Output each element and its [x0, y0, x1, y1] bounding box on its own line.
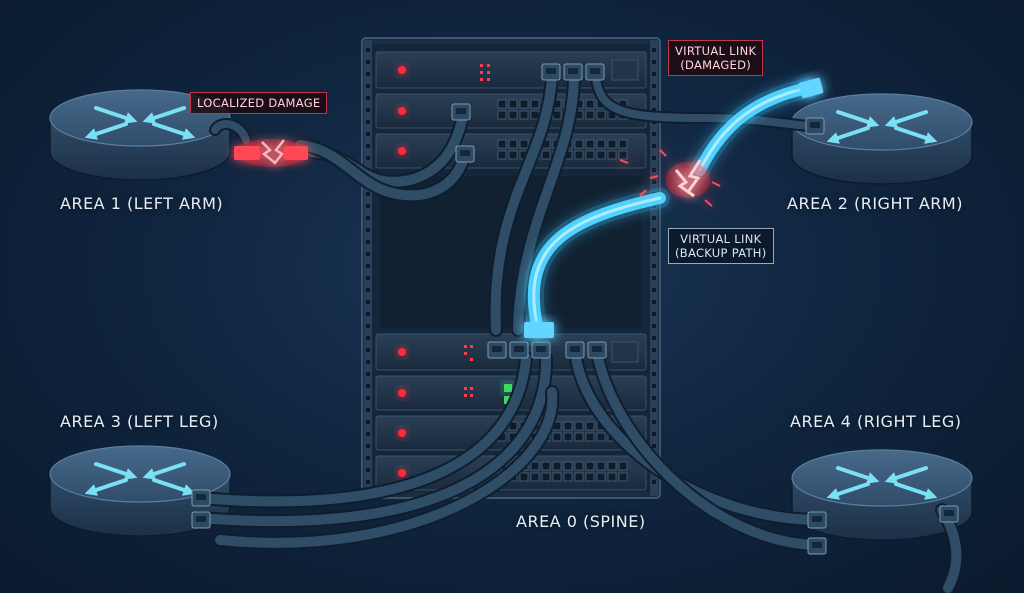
area2-label: AREA 2 (RIGHT ARM) [787, 194, 963, 213]
virtual-link-damaged [524, 77, 824, 338]
virtual-link-backup-path [523, 188, 670, 340]
router-area4 [791, 449, 973, 541]
router-icon [49, 445, 231, 537]
network-cable-icon [193, 68, 964, 593]
virtual-link-damaged-line2: (DAMAGED) [680, 58, 752, 72]
rack-unit [375, 133, 647, 169]
router-area3 [49, 445, 231, 537]
cable-connectors [191, 63, 959, 555]
localized-damage-callout: LOCALIZED DAMAGE [190, 92, 328, 114]
area1-label: AREA 1 (LEFT ARM) [60, 194, 224, 213]
virtual-link-damaged-callout: VIRTUAL LINK (DAMAGED) [668, 40, 764, 76]
router-icon [49, 89, 231, 181]
area0-label: AREA 0 (SPINE) [516, 512, 646, 531]
virtual-link-damaged-line1: VIRTUAL LINK [675, 44, 757, 58]
router-area1 [49, 89, 231, 181]
rack-unit [375, 51, 647, 89]
virtual-link-backup-line2: (BACKUP PATH) [675, 246, 767, 260]
router-icon [791, 449, 973, 541]
localized-damage-text: LOCALIZED DAMAGE [197, 96, 321, 110]
spark-icon [234, 139, 721, 207]
area3-label: AREA 3 (LEFT LEG) [60, 412, 219, 431]
area4-label: AREA 4 (RIGHT LEG) [790, 412, 962, 431]
virtual-link-backup-line1: VIRTUAL LINK [680, 232, 762, 246]
router-area2 [791, 93, 973, 185]
router-icon [791, 93, 973, 185]
virtual-link-backup-callout: VIRTUAL LINK (BACKUP PATH) [668, 228, 774, 264]
